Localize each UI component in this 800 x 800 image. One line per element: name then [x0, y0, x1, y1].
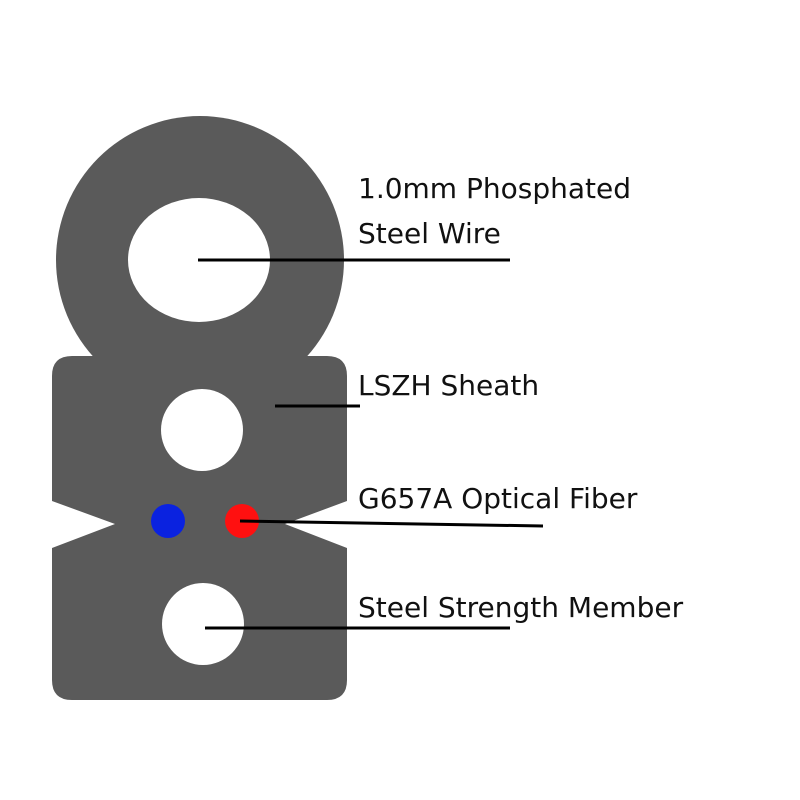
label-steel-wire-line2: Steel Wire	[358, 217, 501, 250]
blue-fiber	[151, 504, 185, 538]
lower-strength-member-hole	[162, 583, 244, 665]
leader-lines	[198, 258, 544, 630]
label-sheath: LSZH Sheath	[358, 369, 539, 402]
upper-strength-member-hole	[161, 389, 243, 471]
sheath-body	[52, 356, 347, 700]
label-strength-member: Steel Strength Member	[358, 591, 684, 624]
cable-body	[52, 116, 347, 700]
label-steel-wire-line1: 1.0mm Phosphated	[358, 172, 631, 205]
label-fiber: G657A Optical Fiber	[358, 482, 638, 515]
leader-fiber	[239, 519, 544, 528]
